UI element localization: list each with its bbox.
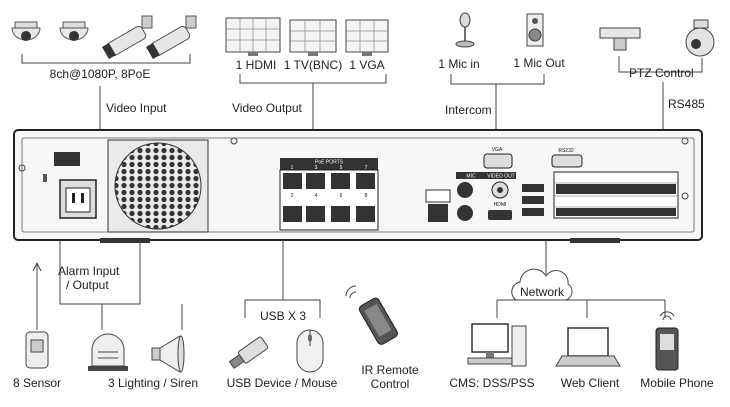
video-input-label: Video Input <box>106 101 167 115</box>
monitor-icon <box>345 19 389 56</box>
web-client-label: Web Client <box>561 376 620 390</box>
ground-screw-icon <box>43 174 47 182</box>
monitor-icon <box>289 19 337 56</box>
bullet-camera-icon <box>145 15 197 60</box>
sensor-arrow <box>32 262 42 272</box>
usb-port <box>522 208 544 216</box>
poe-port <box>331 206 350 222</box>
output-hdmi-label: 1 HDMI <box>236 58 277 72</box>
audio-bracket <box>450 74 545 85</box>
siren-icon <box>151 335 185 373</box>
cloud-icon <box>511 268 573 301</box>
sensor-label: 8 Sensor <box>13 376 61 390</box>
laptop-icon <box>555 327 621 367</box>
usb-port <box>522 184 544 192</box>
hdmi-port <box>488 210 512 220</box>
poe-port-number: 6 <box>340 193 343 199</box>
alarm-terminal-block <box>553 171 679 219</box>
poe-port <box>306 206 325 222</box>
poe-port <box>306 173 325 189</box>
usb-stick-icon <box>228 336 269 369</box>
poe-port-number: 2 <box>291 193 294 199</box>
usb-device-mouse-label: USB Device / Mouse <box>227 376 338 390</box>
network-icon <box>425 189 451 203</box>
vga-port <box>483 153 513 169</box>
poe-port <box>356 173 375 189</box>
rs232-label: RS232 <box>558 148 574 154</box>
outputs-bracket <box>239 74 387 84</box>
mic-out-label: 1 Mic Out <box>513 56 565 70</box>
bullet-camera-icon <box>101 15 153 60</box>
poe-port-number: 1 <box>291 165 294 171</box>
intercom-label: Intercom <box>445 103 492 117</box>
rs485-label: RS485 <box>668 97 705 111</box>
hdmi-label: HDMI <box>494 202 507 208</box>
usb-port <box>522 196 544 204</box>
poe-port-number: 8 <box>365 193 368 199</box>
rs232-port <box>551 154 583 168</box>
ir-remote-label-line2: Control <box>371 377 410 391</box>
desktop-computer-icon <box>467 323 527 367</box>
dome-camera-icon <box>11 21 41 41</box>
video-out-label: VIDEO OUT <box>487 174 515 180</box>
power-switch <box>54 152 80 166</box>
lan-port <box>428 204 448 222</box>
mobile-phone-label: Mobile Phone <box>640 376 714 390</box>
poe-port <box>331 173 350 189</box>
cameras-label: 8ch@1080P, 8PoE <box>50 67 151 81</box>
dome-camera-icon <box>59 21 89 41</box>
network-label: Network <box>520 285 565 299</box>
mic-in-jack <box>457 182 473 198</box>
lighting-siren-label: 3 Lighting / Siren <box>108 376 198 390</box>
ir-remote-icon <box>345 285 398 345</box>
alarm-bracket-top <box>59 240 141 305</box>
mic-in-label: 1 Mic in <box>438 57 479 71</box>
output-vga-label: 1 VGA <box>349 58 384 72</box>
usb-x3-label: USB X 3 <box>260 309 306 323</box>
alarm-io-label-line2: / Output <box>66 278 109 292</box>
output-tv-label: 1 TV(BNC) <box>284 58 342 72</box>
alarm-io-label-line1: Alarm Input <box>58 264 120 278</box>
poe-port <box>283 173 302 189</box>
ptz-bracket <box>618 56 703 73</box>
poe-port-number: 5 <box>340 165 343 171</box>
fan-vent <box>107 139 209 233</box>
monitor-icon <box>225 17 281 56</box>
keyboard-controller-icon <box>599 27 641 51</box>
alarm-light-icon <box>88 333 128 371</box>
cameras-bracket <box>21 54 191 64</box>
poe-port <box>356 206 375 222</box>
poe-port <box>283 206 302 222</box>
microphone-icon <box>455 12 475 48</box>
poe-port-number: 7 <box>365 165 368 171</box>
poe-port-number: 3 <box>315 165 318 171</box>
mic-out-jack <box>457 205 473 221</box>
cms-label: CMS: DSS/PSS <box>449 376 534 390</box>
ir-remote-label-line1: IR Remote <box>361 363 419 377</box>
poe-port-block: PoE PORTS 1 3 5 7 2 4 6 8 <box>279 158 379 231</box>
vga-label: VGA <box>492 147 503 153</box>
ptz-camera-icon <box>685 19 715 57</box>
ptz-control-label: PTZ Control <box>629 66 694 80</box>
poe-ports-label: PoE PORTS <box>315 160 344 166</box>
mobile-phone-icon <box>655 311 679 371</box>
sensor-icon <box>25 331 49 369</box>
poe-port-number: 4 <box>315 193 318 199</box>
speaker-icon <box>526 13 544 47</box>
lighting-line <box>101 304 183 330</box>
video-output-label: Video Output <box>232 101 302 115</box>
power-socket-icon <box>59 179 97 219</box>
usb-bracket <box>244 299 321 318</box>
mic-label: MIC <box>466 174 476 180</box>
mouse-icon <box>296 329 324 373</box>
